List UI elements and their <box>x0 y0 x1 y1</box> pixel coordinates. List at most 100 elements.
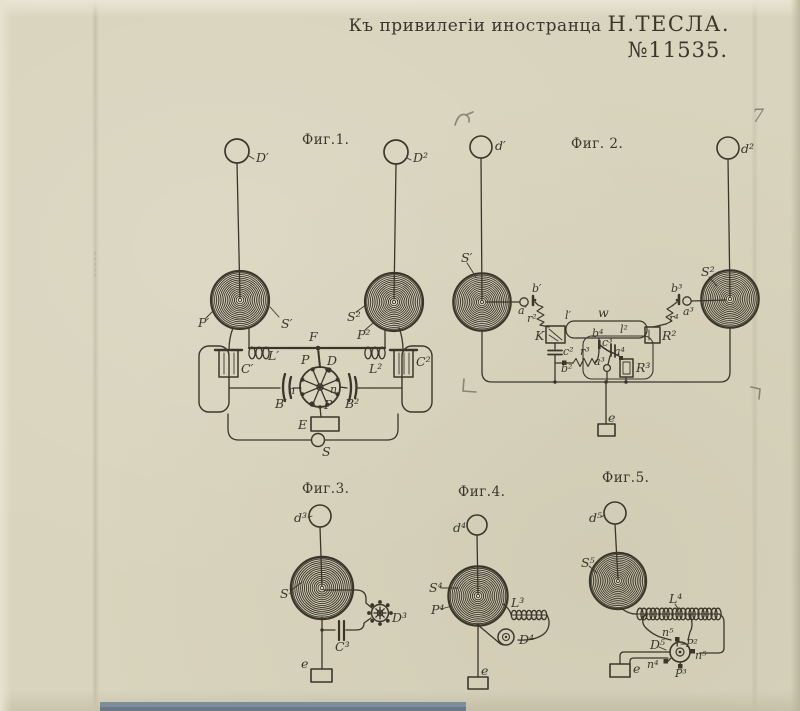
fig4-label-S4: S⁴ <box>429 580 443 595</box>
fig2-label-w: w <box>598 305 609 320</box>
fig3-star-wheel-D3-icon <box>367 600 393 626</box>
fig1-label-n-right: n <box>330 383 337 396</box>
pencil-corner-mark-left <box>462 378 477 393</box>
fig1-title: Фиг.1. <box>302 132 349 148</box>
fig4-label-e: e <box>481 663 488 678</box>
fig3-coil-S3-icon <box>289 555 355 621</box>
fig1-coil-S1-icon <box>209 269 271 331</box>
fig2-antenna-d2-icon <box>716 136 740 160</box>
fig1-label-P1: P′ <box>197 315 209 330</box>
fig2-contact-a1-icon <box>519 297 529 307</box>
fig2-label-r2: r² <box>527 312 537 325</box>
pencil-corner-mark-right <box>750 386 761 400</box>
fig2-label-b3: b³ <box>671 282 682 295</box>
fig2-label-a3: a³ <box>683 305 694 318</box>
patent-number: №11535. <box>627 37 728 62</box>
fig2-title: Фиг. 2. <box>571 136 623 152</box>
fig1-label-S2: S² <box>347 309 361 324</box>
fig2-label-d1: d′ <box>495 138 506 153</box>
fig1-diagram <box>198 138 433 448</box>
fig5-label-e: e <box>633 661 640 676</box>
fig2-label-K: K <box>534 328 545 343</box>
fig5-ground-e-icon <box>609 663 631 678</box>
fig2-label-S2: S² <box>701 264 715 279</box>
fig2-resistor-r3-icon <box>572 357 596 368</box>
fig4-diagram <box>440 514 550 690</box>
fig3-label-D3: D³ <box>391 610 407 625</box>
fig2-resistor-r4-icon <box>665 305 674 325</box>
fig4-detector-D4-icon <box>497 628 515 646</box>
scan-bottom-strip <box>100 702 466 711</box>
fig1-label-D2: D² <box>412 150 428 165</box>
fig5-label-S5: S⁵ <box>581 555 595 570</box>
fig1-label-B2: B² <box>344 396 359 411</box>
fig2-label-c2: c² <box>563 345 574 358</box>
fig1-switch-S-icon <box>310 432 326 448</box>
fig3-ground-e-icon <box>310 668 333 683</box>
fig1-label-P-top: P <box>300 352 310 367</box>
fig1-label-S: S <box>322 444 331 459</box>
fig2-label-a1: a′ <box>518 304 528 317</box>
fig4-ground-e-icon <box>467 676 489 690</box>
fig2-label-d2: d² <box>741 141 754 156</box>
fig2-label-b1: b′ <box>532 282 542 295</box>
fig2-label-l2: l² <box>620 323 628 336</box>
fig1-label-F: F <box>308 329 319 344</box>
fig1-label-n-left: n <box>288 384 295 397</box>
fig4-antenna-d4-icon <box>466 514 488 536</box>
pencil-check-mark <box>454 111 474 126</box>
fig1-label-C1: C′ <box>241 361 254 376</box>
fig5-diagram <box>588 501 725 678</box>
fig2-label-l1: l′ <box>565 309 572 322</box>
fig1-label-E: E <box>297 417 307 432</box>
fig5-label-n-top: n⁵ <box>662 626 674 639</box>
fig2-label-b4: b⁴ <box>592 327 603 340</box>
fig1-antenna-D2-icon <box>383 139 409 165</box>
fig2-label-r4: r⁴ <box>669 312 679 325</box>
fig5-label-D5: D⁵ <box>649 637 665 652</box>
fig2-diagram <box>452 135 760 437</box>
fig1-antenna-D1-icon <box>224 138 250 164</box>
fig1-label-D1: D′ <box>255 150 269 165</box>
fig1-label-P2: P² <box>356 327 370 342</box>
pencil-seven-mark: 7 <box>752 105 765 127</box>
scan-bottom-strip-shade <box>100 707 466 711</box>
fig2-label-R3: R³ <box>635 360 650 375</box>
fig2-label-r3: r³ <box>580 345 590 358</box>
fig1-label-L2: L² <box>368 361 382 376</box>
fig2-label-a4: a⁴ <box>614 345 625 358</box>
fig1-label-B1: B′ <box>274 396 287 411</box>
fig2-antenna-d1-icon <box>469 135 493 159</box>
fig2-contact-a3-icon <box>682 296 692 306</box>
fig2-label-e: e <box>608 410 615 425</box>
fig3-title: Фиг.3. <box>302 481 349 497</box>
header-inventor-name: Н.ТЕСЛА. <box>607 12 730 36</box>
fig2-label-R2: R² <box>661 328 676 343</box>
fig4-label-d4: d⁴ <box>453 520 466 535</box>
fig4-label-P4: P⁴ <box>430 602 444 617</box>
fig2-ground-e-icon <box>597 423 616 437</box>
fig5-title: Фиг.5. <box>602 470 649 486</box>
fig4-coil-S4-icon <box>447 565 509 627</box>
fig2-local-circuit <box>547 335 654 383</box>
fig1-battery-E-icon <box>310 416 340 432</box>
fig1-label-S1: S′ <box>281 316 293 331</box>
fig4-label-L3: L³ <box>510 595 524 610</box>
fig2-wire-loop-w <box>565 320 648 339</box>
fig1-brush-B1-icon <box>228 372 302 403</box>
fig2-label-S1: S′ <box>461 250 473 265</box>
fig2-relay-R3-icon <box>619 358 634 378</box>
fig4-title: Фиг.4. <box>458 484 505 500</box>
fig5-label-n4: n⁴ <box>647 658 659 671</box>
header: Къ привилегіи иностранца Н.ТЕСЛА. №11535… <box>349 12 730 62</box>
fig2-resistor-r2-icon <box>536 304 545 326</box>
fig5-coil-S5-icon <box>588 551 648 611</box>
fig1-coil-S2-icon <box>363 271 425 333</box>
fig3-label-C3: C³ <box>335 639 350 654</box>
fig5-label-P2: P² <box>685 637 698 650</box>
header-dedication: Къ привилегіи иностранца <box>348 16 602 36</box>
fig2-label-a3-inner: a³ <box>594 355 605 368</box>
fig3-label-e: e <box>301 656 308 671</box>
